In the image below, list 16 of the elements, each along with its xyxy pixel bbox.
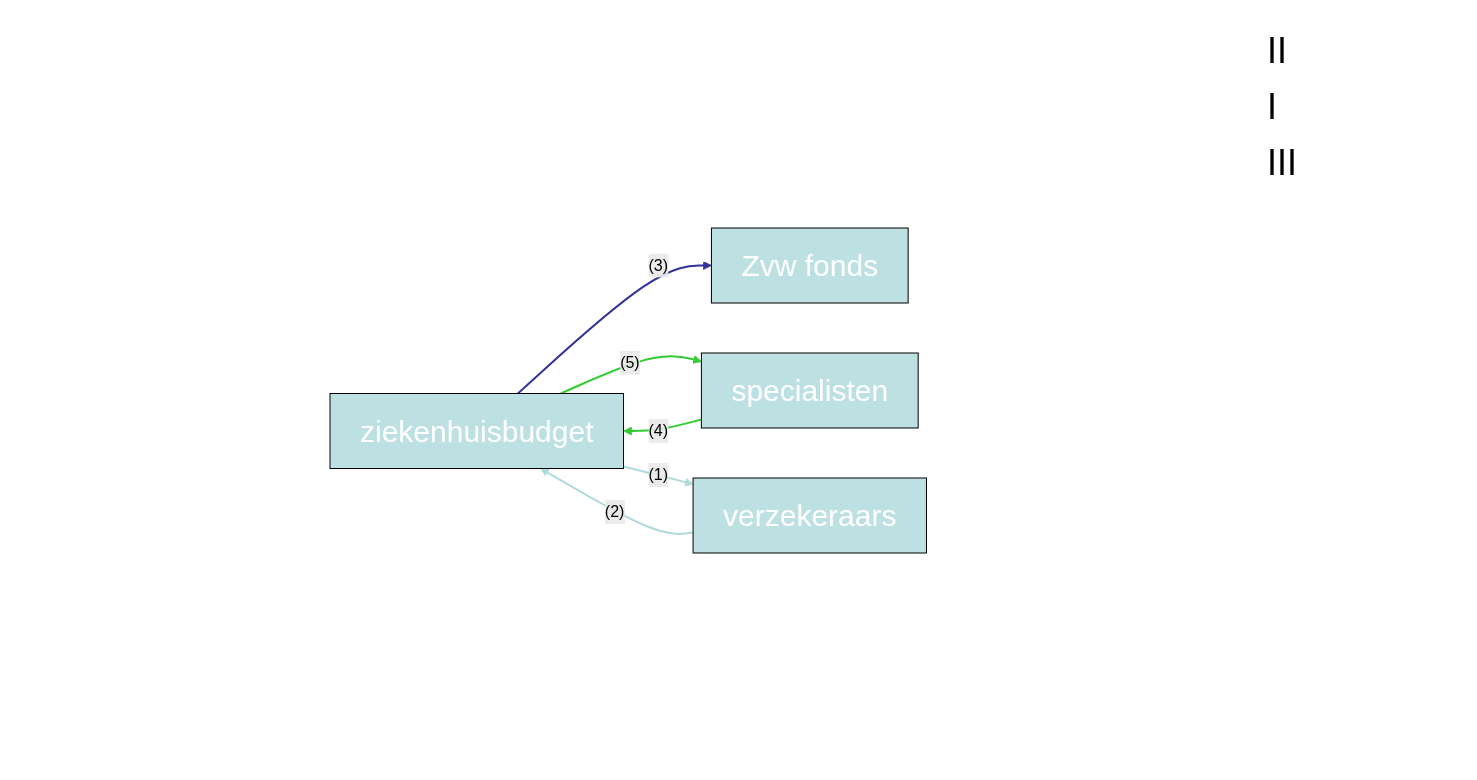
edge-label: (5) (620, 353, 640, 371)
roman-numeral-label: II (1267, 30, 1288, 72)
edge-label: (1) (648, 465, 669, 483)
node-box: specialisten (701, 352, 919, 428)
edge-label: (3) (648, 256, 669, 273)
roman-numeral-label: I (1267, 86, 1278, 128)
edge-label: (4) (648, 421, 669, 439)
arrow (540, 467, 695, 535)
arrow (560, 354, 703, 394)
node-box: verzekeraars (692, 477, 928, 553)
edge-label: (2) (605, 502, 625, 520)
roman-numeral-label: III (1267, 142, 1298, 184)
node-box: Zvw fonds (711, 227, 909, 303)
arrow (517, 260, 713, 394)
arrow (622, 465, 694, 486)
node-box: ziekenhuisbudget (329, 392, 625, 469)
